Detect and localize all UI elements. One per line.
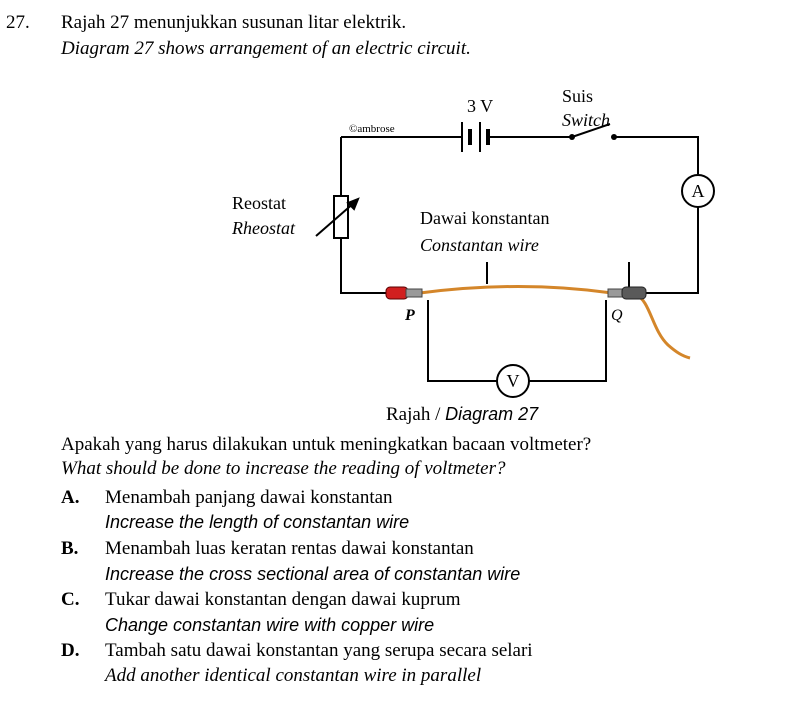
ammeter-icon: A (681, 174, 715, 208)
rheostat-label-malay: Reostat (232, 193, 286, 213)
diagram-caption: Rajah / Diagram 27 (386, 404, 538, 426)
ammeter-label: A (692, 181, 705, 201)
option-d-letter: D. (61, 640, 80, 661)
rheostat-label-english: Rheostat (231, 218, 296, 238)
option-b-malay[interactable]: Menambah luas keratan rentas dawai konst… (105, 538, 474, 559)
rheostat-icon (315, 195, 360, 239)
battery-label: 3 V (467, 96, 493, 116)
switch-label-malay: Suis (562, 86, 593, 106)
voltmeter-label: V (507, 371, 520, 391)
option-b-english[interactable]: Increase the cross sectional area of con… (105, 564, 521, 584)
wire-label-english: Constantan wire (420, 235, 539, 255)
wire-right (645, 207, 699, 294)
prompt-english: What should be done to increase the read… (61, 458, 506, 479)
option-d-english[interactable]: Add another identical constantan wire in… (105, 665, 482, 686)
option-a-malay[interactable]: Menambah panjang dawai konstantan (105, 487, 393, 508)
constantan-wire (419, 285, 613, 295)
option-c-malay[interactable]: Tukar dawai konstantan dengan dawai kupr… (105, 589, 461, 610)
crocodile-clip-p (385, 286, 423, 300)
wire-top-right (615, 136, 699, 174)
constantan-wire-tail (635, 293, 691, 360)
option-a-english[interactable]: Increase the length of constantan wire (105, 512, 410, 532)
prompt-malay: Apakah yang harus dilakukan untuk mening… (61, 434, 592, 455)
watermark: ©ambrose (349, 123, 395, 135)
option-c-letter: C. (61, 589, 80, 610)
switch-icon (569, 123, 617, 140)
wire-left-lower (340, 238, 386, 294)
question-stem-malay: Rajah 27 menunjukkan susunan litar elekt… (61, 12, 407, 33)
crocodile-clip-q (607, 286, 647, 300)
voltmeter-loop (427, 300, 607, 382)
option-d-malay[interactable]: Tambah satu dawai konstantan yang serupa… (105, 640, 533, 661)
question-stem-english: Diagram 27 shows arrangement of an elect… (61, 38, 471, 59)
option-a-letter: A. (61, 487, 80, 508)
caption-prefix: Rajah / (386, 404, 446, 425)
point-q-label: Q (611, 307, 623, 324)
question-number: 27. (6, 12, 30, 33)
voltmeter-icon: V (496, 364, 530, 398)
point-p-label: P (404, 307, 415, 324)
wire-label-malay: Dawai konstantan (420, 208, 549, 228)
circuit-diagram: A V 3 V ©ambrose Suis Switch Reostat Rhe… (231, 86, 715, 398)
switch-label-english: Switch (562, 110, 610, 130)
option-c-english[interactable]: Change constantan wire with copper wire (105, 615, 435, 635)
option-b-letter: B. (61, 538, 79, 559)
battery-icon (461, 122, 490, 152)
caption-diagram: Diagram 27 (445, 404, 539, 424)
